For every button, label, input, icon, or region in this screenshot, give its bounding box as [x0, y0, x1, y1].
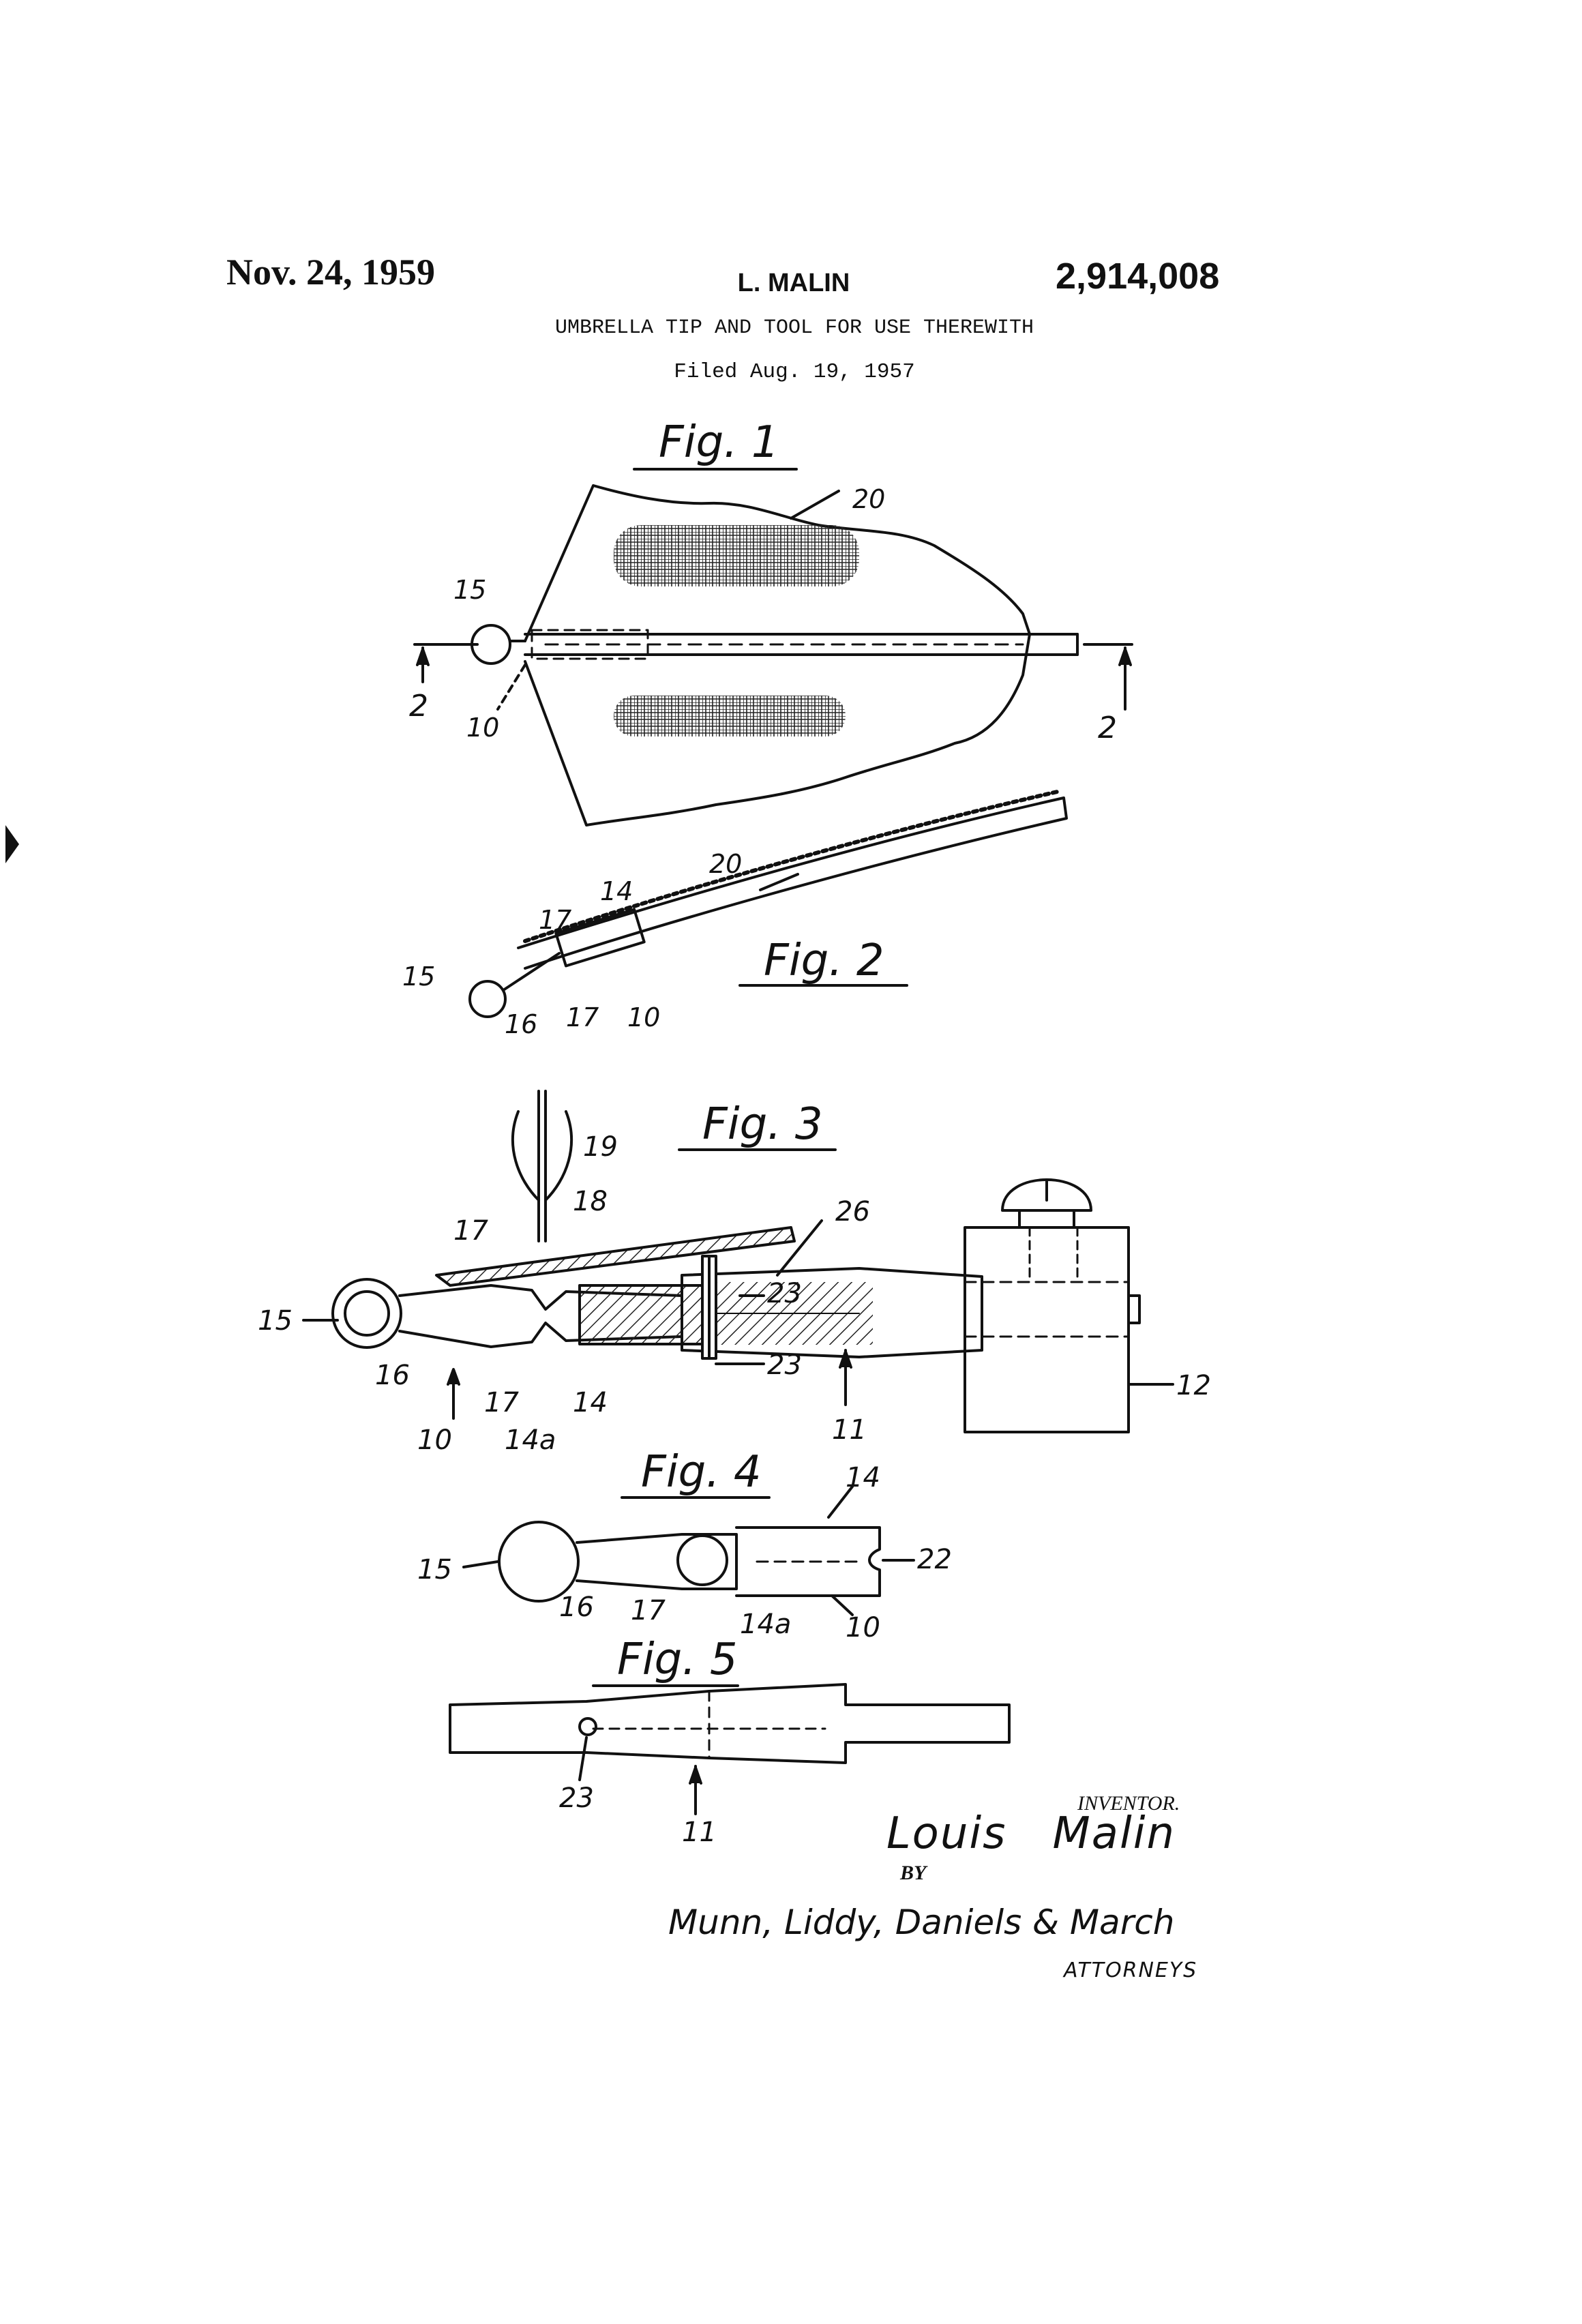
fig1-ref-15: 15: [453, 575, 486, 605]
fig1-ref-10: 10: [466, 713, 499, 743]
by-label: BY: [900, 1862, 926, 1885]
figure-1: Fig. 1 20 15 10 2: [409, 417, 1132, 825]
fig1-ref-20: 20: [852, 484, 885, 514]
fig2-ball-tip: [470, 981, 505, 1017]
fig4-ref-14: 14: [846, 1462, 880, 1493]
fig2-ref-15: 15: [402, 962, 435, 992]
fig4-ref-17: 17: [631, 1595, 666, 1626]
fig3-ref-18: 18: [573, 1186, 608, 1217]
fig1-ref-2-right: 2: [1098, 711, 1117, 745]
fig4-ref-16: 16: [559, 1592, 594, 1623]
fig3-ref-16: 16: [375, 1360, 410, 1391]
fig3-ref-17-top: 17: [453, 1215, 488, 1247]
fig4-ref-15: 15: [417, 1554, 452, 1585]
fig3-ref-15: 15: [258, 1305, 293, 1337]
fig3-ref-23-top: 23: [767, 1278, 802, 1309]
fig4-ref-14a: 14a: [740, 1609, 791, 1640]
fig3-ref-12: 12: [1176, 1370, 1211, 1401]
fig4-ball-tip: [499, 1522, 578, 1601]
fig3-clamp-block: [965, 1227, 1129, 1432]
inventor-signature: Louis Malin: [886, 1808, 1176, 1859]
fig3-ref-26: 26: [835, 1196, 870, 1227]
fig2-ref-14: 14: [600, 876, 633, 906]
fig5-ref-11: 11: [682, 1817, 717, 1848]
figure-3: Fig. 3: [258, 1091, 1211, 1456]
fig4-caption: Fig. 4: [641, 1447, 762, 1498]
fig3-ref-17-bottom: 17: [484, 1387, 519, 1418]
fig2-ref-20: 20: [709, 849, 742, 879]
figure-2: Fig. 2 20 14 17 15 16 17 10: [402, 791, 1066, 1039]
fig3-ref-14: 14: [573, 1387, 608, 1418]
attorneys-signature: Munn, Liddy, Daniels & March: [668, 1903, 1174, 1942]
fig3-ball-tip: [333, 1279, 401, 1347]
fig1-caption: Fig. 1: [659, 417, 779, 468]
fig2-caption: Fig. 2: [764, 936, 884, 986]
fig2-ref-10: 10: [627, 1002, 660, 1032]
fig2-ref-16: 16: [505, 1009, 537, 1039]
fig4-ref-22: 22: [917, 1544, 952, 1575]
fig5-caption: Fig. 5: [617, 1635, 738, 1685]
fig4-ref-10: 10: [846, 1612, 880, 1643]
fig3-caption: Fig. 3: [702, 1099, 823, 1150]
fig3-ref-11: 11: [832, 1414, 867, 1446]
fig5-ref-23: 23: [559, 1783, 594, 1814]
fig1-ref-2-left: 2: [409, 689, 428, 724]
fig3-ref-23-bottom: 23: [767, 1350, 802, 1381]
fig5-tool: [450, 1684, 1009, 1763]
figure-4: Fig. 4 14 15 22 16 17 14a 10: [417, 1447, 952, 1643]
fig3-ref-10: 10: [417, 1425, 452, 1456]
fig3-ref-19: 19: [583, 1131, 618, 1163]
fig3-ref-14a: 14a: [505, 1425, 556, 1456]
attorneys-label: ATTORNEYS: [1064, 1958, 1197, 1982]
fig2-ref-17-top: 17: [539, 905, 571, 935]
fig2-ref-17-bottom: 17: [566, 1002, 599, 1032]
